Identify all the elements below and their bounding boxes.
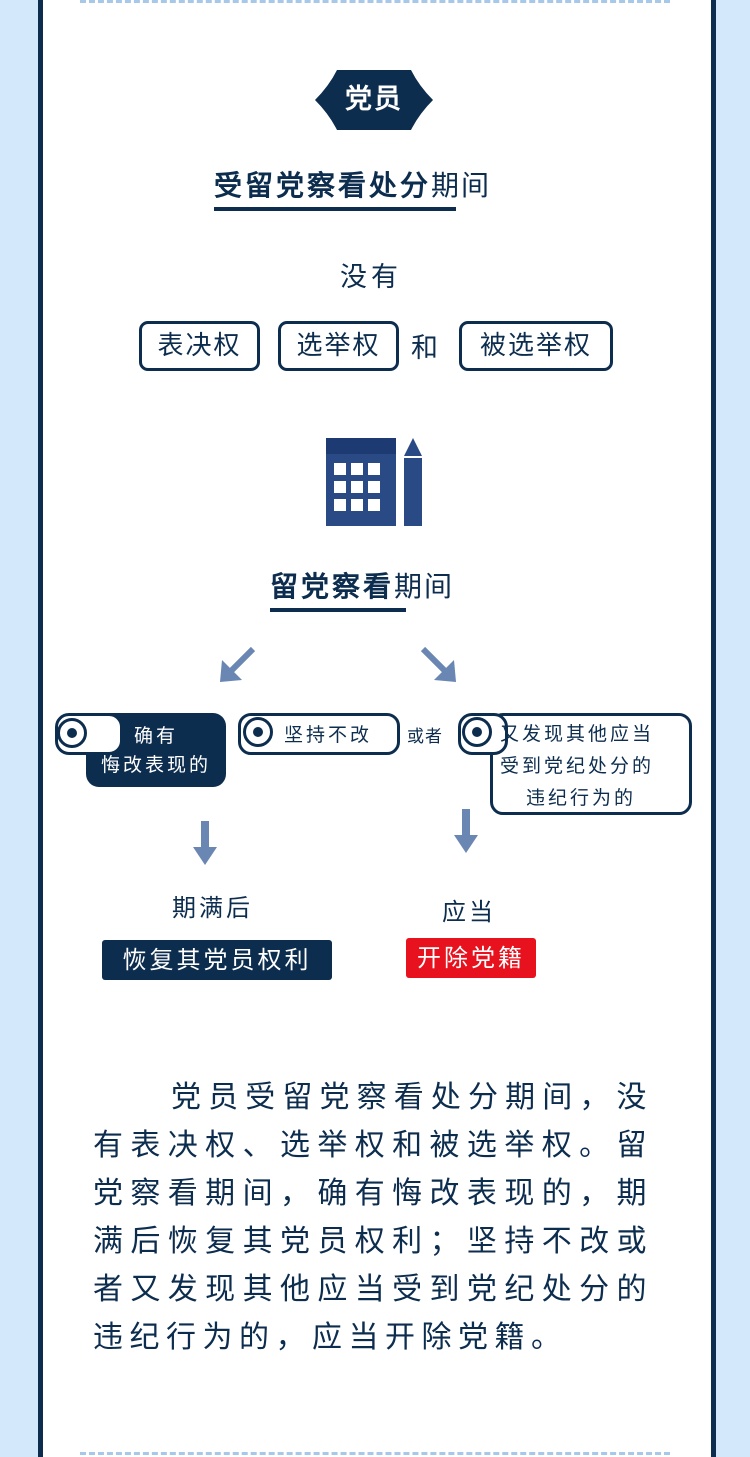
calendar-pencil-icon [326, 438, 422, 526]
target-icon [243, 717, 273, 747]
title2-bold-text: 留党察看 [270, 570, 395, 603]
title-suffix-text: 期间 [431, 169, 492, 202]
top-dashed-divider [80, 0, 670, 3]
persist-text: 坚持不改 [284, 724, 373, 746]
restore-rights-result: 恢复其党员权利 [102, 940, 332, 980]
party-member-badge: 党员 [315, 64, 433, 136]
violation-text-line1: 又发现其他应当 [500, 723, 655, 745]
arrow-down-left-icon [220, 646, 256, 682]
title2-underline [270, 608, 406, 612]
violation-branch-box [490, 713, 692, 815]
target-icon [462, 717, 492, 747]
target-icon [57, 718, 87, 748]
bottom-dashed-divider [80, 1452, 670, 1455]
badge-shape-icon [315, 70, 433, 130]
no-rights-label: 没有 [340, 262, 402, 293]
title-probation-period: 留党察看期间 [270, 565, 454, 605]
violation-text-line3: 违纪行为的 [526, 787, 637, 809]
and-label: 和 [411, 333, 438, 364]
repent-text-line2: 悔改表现的 [100, 754, 211, 776]
explanation-paragraph: 党员受留党察看处分期间，没有表决权、选举权和被选举权。留党察看期间，确有悔改表现… [93, 1080, 653, 1355]
expel-result: 开除党籍 [406, 938, 536, 978]
right-elect-box: 选举权 [278, 321, 399, 371]
badge-label: 党员 [345, 84, 403, 115]
should-caption: 应当 [442, 898, 496, 926]
title-discipline-period: 受留党察看处分期间 [214, 164, 491, 204]
right-vote-box: 表决权 [139, 321, 260, 371]
repent-text-line1: 确有 [133, 725, 178, 747]
title-bold-text: 受留党察看处分 [214, 169, 432, 202]
arrow-down-right-icon [420, 646, 456, 682]
arrow-down-icon [454, 809, 478, 853]
right-be-elected-box: 被选举权 [459, 321, 613, 371]
arrow-down-icon [193, 821, 217, 865]
title2-suffix-text: 期间 [394, 570, 455, 603]
title-underline [214, 207, 456, 211]
or-label: 或者 [407, 727, 443, 747]
violation-text-line2: 受到党纪处分的 [500, 755, 655, 777]
after-expiry-caption: 期满后 [172, 894, 253, 922]
